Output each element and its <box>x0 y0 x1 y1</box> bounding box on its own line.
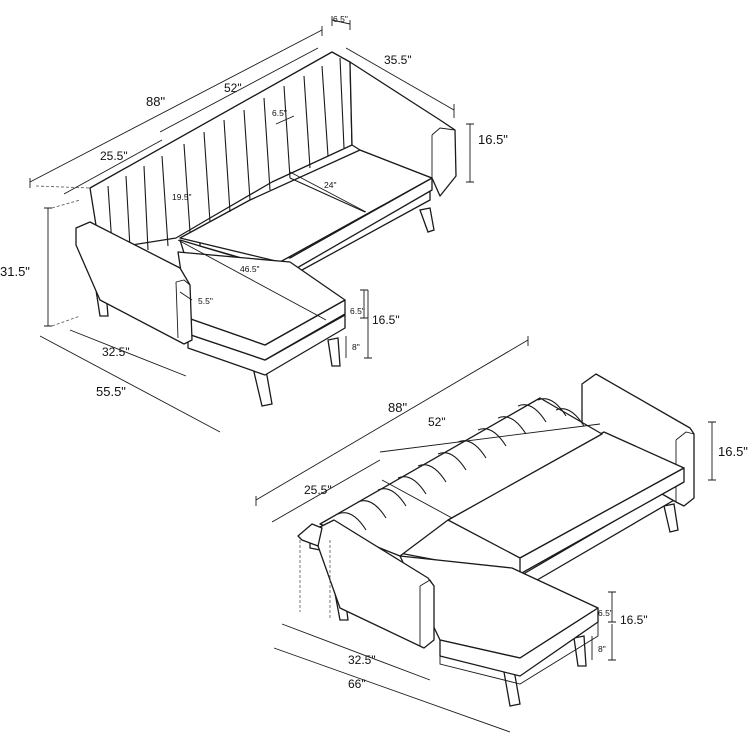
label-overall-width: 88" <box>146 94 165 109</box>
label-bed-overall-width: 88" <box>388 400 407 415</box>
bed-leg-back-right <box>663 503 679 533</box>
bed-seat-front <box>519 467 685 575</box>
armrest-left-face <box>175 279 191 339</box>
label-overall-height: 31.5" <box>0 264 30 279</box>
label-bed-cushion-thickness: 6.5" <box>598 608 613 618</box>
bed-armrest-back-left <box>297 523 323 547</box>
label-channel-width: 6.5" <box>272 108 287 118</box>
label-armrest-thickness: 5.5" <box>198 296 213 306</box>
bed-chaise-base <box>439 622 599 685</box>
label-arm-height: 16.5" <box>478 132 508 147</box>
label-main-seat-width: 52" <box>224 81 242 95</box>
sofa-leg-chaise-mid <box>327 337 341 367</box>
sofa-leg-chaise-front <box>253 369 273 407</box>
label-bed-arm-height: 16.5" <box>718 444 748 459</box>
top-view-labels: 88" 52" 25.5" 6.5" 35.5" 16.5" 6.5" 19.5… <box>0 14 508 399</box>
armrest-right-face <box>431 127 456 190</box>
label-seat-depth: 24" <box>324 180 336 190</box>
label-back-height: 19.5" <box>172 192 192 202</box>
seat-divider <box>289 177 366 213</box>
bed-back-panel <box>319 397 603 557</box>
label-armrest-width: 6.5" <box>333 14 348 24</box>
bed-view-dimensions <box>255 336 716 733</box>
label-leg-height: 8" <box>352 342 360 352</box>
label-chaise-back-width: 25.5" <box>100 149 128 163</box>
sofa-armrest-right <box>349 61 457 197</box>
bed-back-channel-seams <box>337 398 585 531</box>
label-chaise-depth: 55.5" <box>96 384 126 399</box>
label-bed-leg-height: 8" <box>598 644 606 654</box>
label-chaise-width: 32.5" <box>102 345 130 359</box>
label-bed-chaise-back-width: 25.5" <box>304 483 332 497</box>
label-bed-seat-height: 16.5" <box>620 613 648 627</box>
sofa-sectional-drawing <box>75 51 457 407</box>
bed-view-labels: 88" 52" 25.5" 16.5" 6.5" 16.5" 8" 32.5" … <box>304 400 748 691</box>
label-cushion-thickness: 6.5" <box>350 306 365 316</box>
label-side-depth: 35.5" <box>384 53 412 67</box>
label-bed-length: 66" <box>348 677 366 691</box>
bed-armrest-left-face <box>419 579 435 646</box>
sofa-armrest-left <box>75 221 193 345</box>
top-view-dimensions <box>29 16 474 433</box>
bed-back-seam-line <box>381 479 453 519</box>
label-seat-height: 16.5" <box>372 313 400 327</box>
label-chaise-seat-length: 46.5" <box>240 264 260 274</box>
sofa-bed-drawing <box>297 373 695 707</box>
bed-leg-chaise-mid <box>573 635 587 667</box>
label-bed-main-width: 52" <box>428 415 446 429</box>
back-top-edge <box>89 51 333 189</box>
sofa-leg-back-right <box>419 207 435 233</box>
bed-armrest-left <box>317 519 435 649</box>
label-bed-chaise-width: 32.5" <box>348 653 376 667</box>
